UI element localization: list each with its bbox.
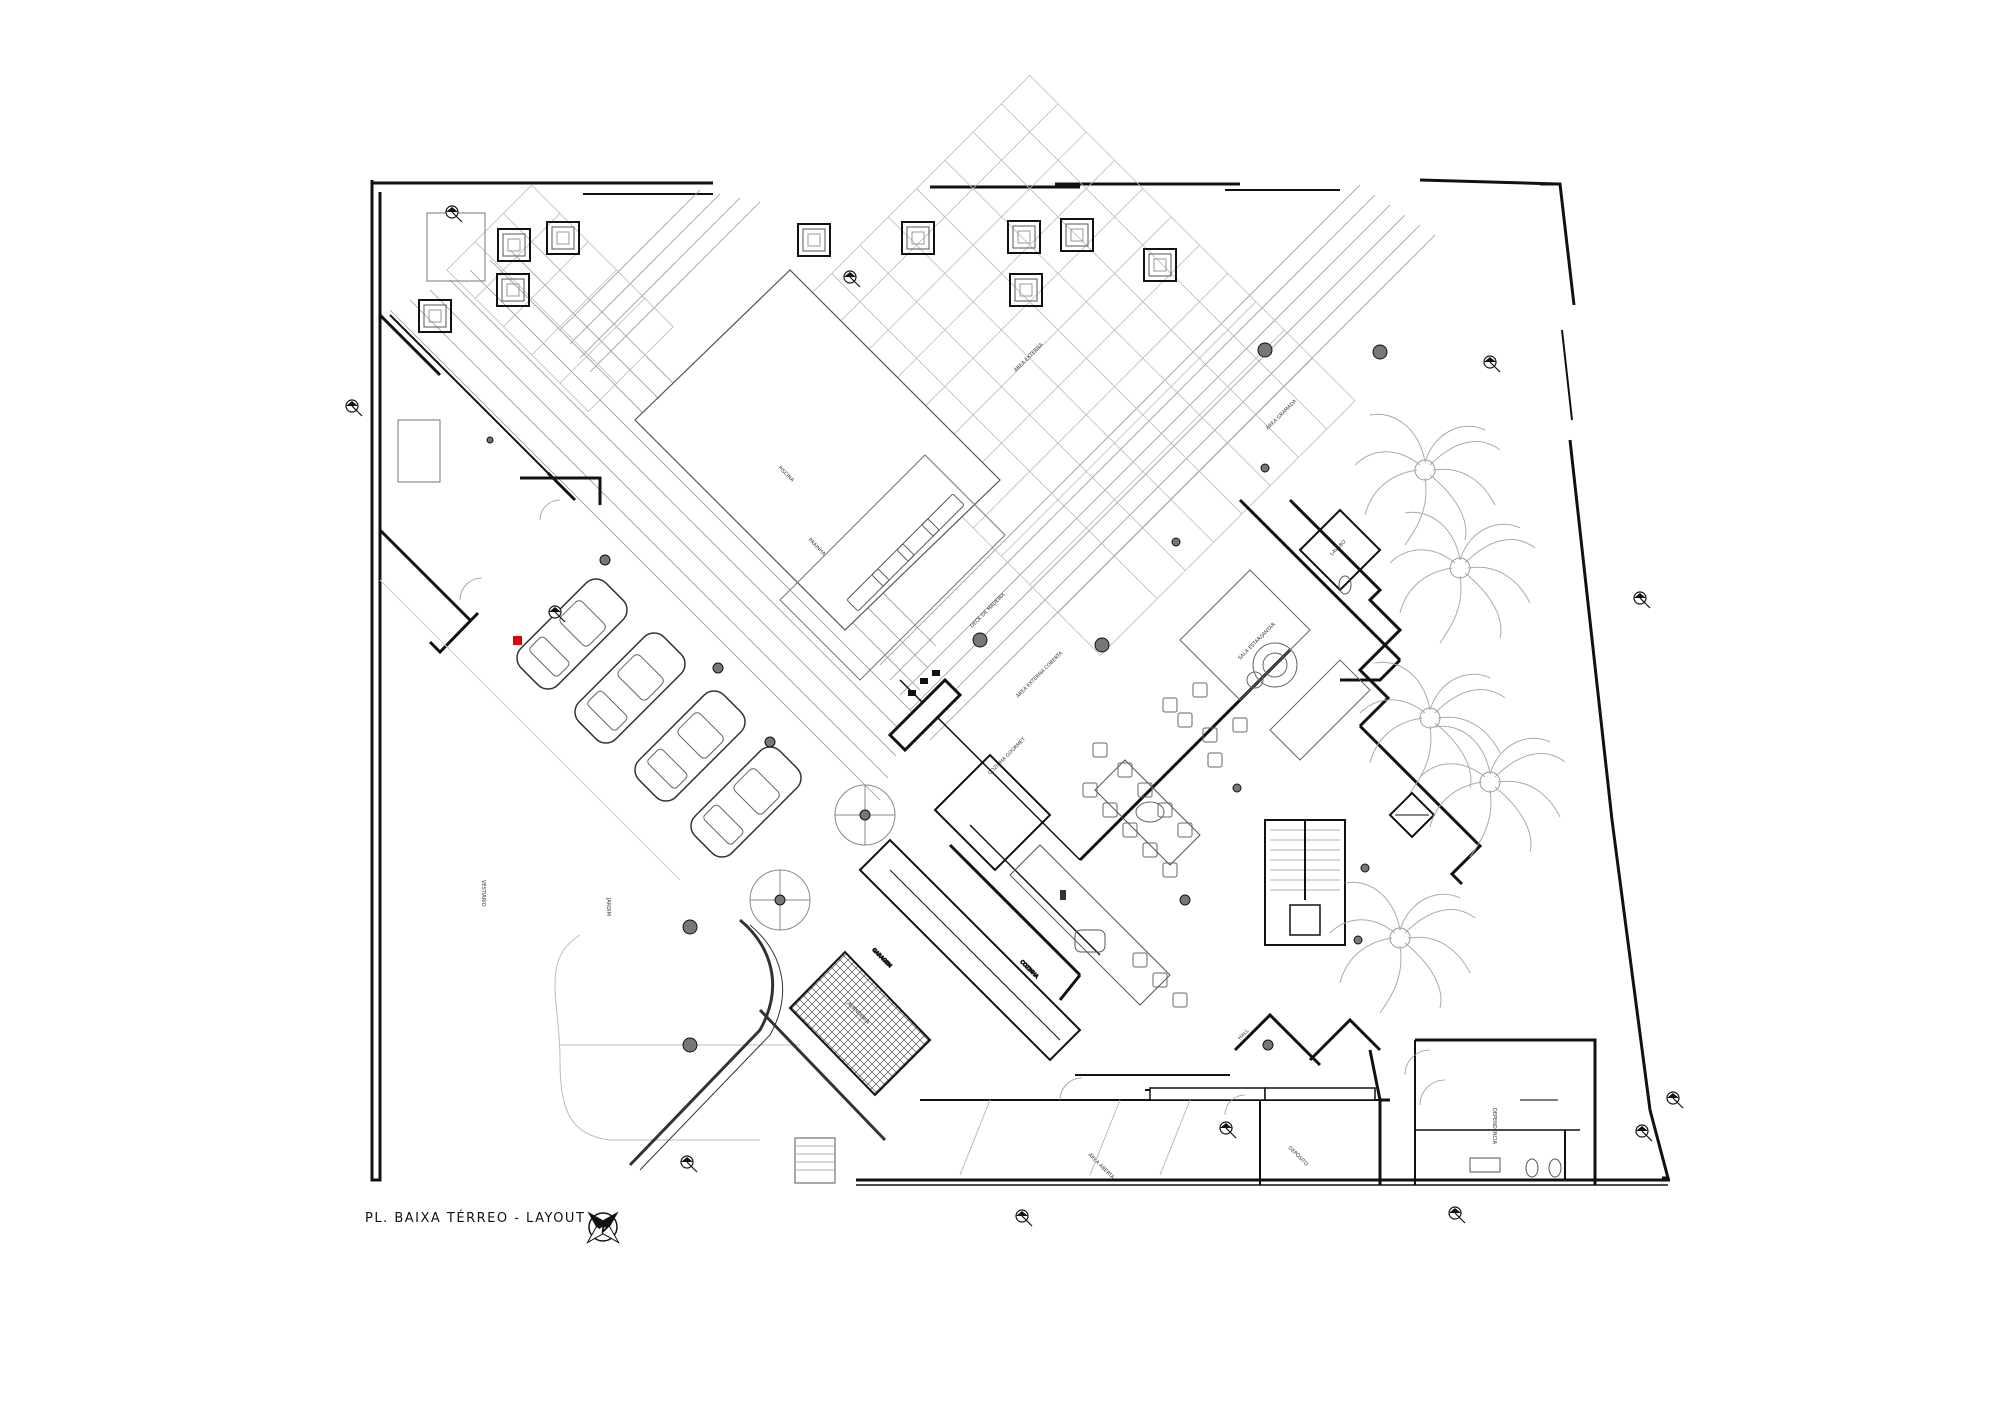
label-sala-estar-jantar: SALA ESTAR/JANTAR (1237, 621, 1277, 661)
section-marker-icon (1635, 1124, 1653, 1142)
label-cozinha: COZINHA (1019, 959, 1040, 980)
label-deck-madeira: DECK DE MADEIRA (969, 592, 1007, 630)
dependencia: DEPENDÊNCIA (1469, 1099, 1562, 1178)
lavanderia: LAVANDERIA (788, 950, 932, 1097)
label-area-externa-coberta: ÁREA EXTERNA COBERTA (1014, 649, 1064, 699)
stairs (1264, 819, 1346, 946)
section-marker-icon (1483, 355, 1501, 373)
label-deposito: DEPÓSITO (1287, 1144, 1310, 1167)
door-swings (459, 499, 1446, 1116)
north-arrow-icon: N (586, 1211, 620, 1244)
pergola (628, 918, 887, 1171)
columns (486, 342, 1388, 1053)
site-boundary (370, 178, 1670, 1186)
label-dependencia: DEPENDÊNCIA (1491, 1108, 1499, 1145)
section-markers (345, 205, 1684, 1227)
section-marker-icon (345, 399, 363, 417)
bottom-strip: ÁREA ABERTA DEPÓSITO (794, 1074, 1376, 1184)
section-marker-icon (680, 1155, 698, 1173)
section-marker-icon (1633, 591, 1651, 609)
label-vestiario: VESTIÁRIO (480, 880, 487, 907)
red-marker (513, 636, 522, 645)
label-area-gramada: ÁREA GRAMADA (1264, 397, 1298, 431)
label-cozinha-gourmet: COZINHA GOURMET (987, 736, 1027, 776)
elevator (1388, 791, 1436, 839)
section-marker-icon (1015, 1209, 1033, 1227)
label-jardim: JARDIM (605, 897, 611, 916)
pool: PISCINA (634, 269, 1001, 631)
cozinha (1009, 844, 1188, 1008)
section-marker-icon (1448, 1206, 1466, 1224)
section-marker-icon (445, 205, 463, 223)
building-walls (378, 313, 1597, 1185)
label-garagem: GARAGEM (871, 947, 893, 969)
sala-estar-jantar: SALA ESTAR/JANTAR (1082, 569, 1371, 878)
drawing-title: PL. BAIXA TÉRREO - LAYOUT (365, 1210, 585, 1226)
section-marker-icon (1219, 1121, 1237, 1139)
palm-trees (1329, 413, 1566, 1014)
section-marker-icon (843, 270, 861, 288)
section-marker-icon (1666, 1091, 1684, 1109)
label-area-aberta: ÁREA ABERTA (1087, 1151, 1117, 1181)
paving-grid-left (446, 184, 674, 412)
